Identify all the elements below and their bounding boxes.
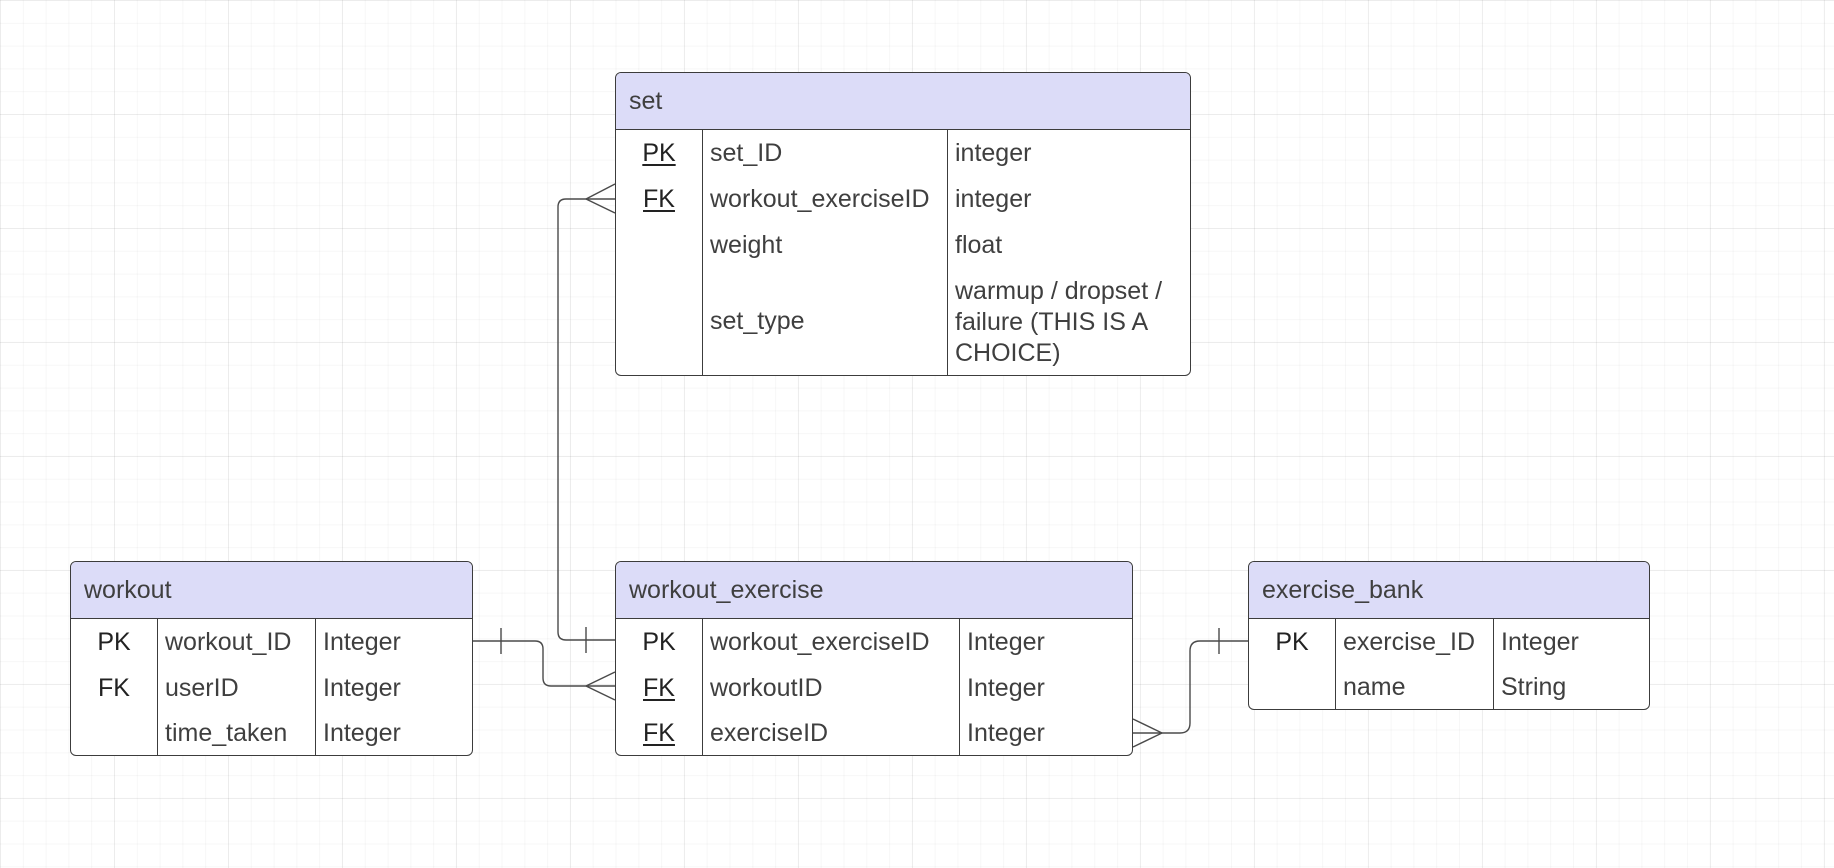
- key-column: PK FK FK: [616, 619, 702, 755]
- key-column: PK FK: [71, 619, 157, 755]
- field-type: Integer: [323, 627, 401, 656]
- field-name: set_type: [710, 307, 805, 335]
- field-type: Integer: [967, 673, 1045, 702]
- type-column: Integer Integer Integer: [959, 619, 1132, 755]
- field-name: exerciseID: [710, 718, 829, 747]
- field-type: Integer: [967, 627, 1045, 656]
- field-type: warmup / dropset / failure (THIS IS A CH…: [955, 277, 1163, 367]
- entity-workout[interactable]: workout PK FK workout_ID userID time_tak…: [70, 561, 473, 756]
- field-name: userID: [165, 673, 239, 702]
- field-name: weight: [710, 230, 783, 259]
- field-type: Integer: [323, 673, 401, 702]
- type-column: Integer Integer Integer: [315, 619, 472, 755]
- name-column: workout_exerciseID workoutID exerciseID: [702, 619, 959, 755]
- entity-title: set: [616, 73, 1190, 130]
- key-column: PK FK: [616, 130, 702, 375]
- field-name: time_taken: [165, 718, 288, 747]
- entity-title: workout_exercise: [616, 562, 1132, 619]
- entity-set[interactable]: set PK FK set_ID workout_exerciseID weig…: [615, 72, 1191, 376]
- crowsfoot-set-lower: [585, 198, 616, 214]
- field-name: set_ID: [710, 138, 783, 167]
- fk-label: FK: [98, 673, 130, 702]
- name-column: set_ID workout_exerciseID weight set_typ…: [702, 130, 947, 375]
- field-type: String: [1501, 672, 1567, 701]
- connector-workout-exercise-to-set: [557, 198, 615, 641]
- field-type: Integer: [1501, 627, 1579, 656]
- fk-label: FK: [643, 184, 675, 213]
- type-column: Integer String: [1493, 619, 1649, 709]
- crowsfoot-workout-exercise-upper: [585, 671, 616, 687]
- name-column: workout_ID userID time_taken: [157, 619, 315, 755]
- pk-label: PK: [1275, 627, 1309, 656]
- field-name: workout_exerciseID: [710, 627, 930, 656]
- crowsfoot-set-upper: [585, 183, 616, 200]
- field-name: exercise_ID: [1343, 627, 1475, 656]
- field-name: workoutID: [710, 673, 823, 702]
- field-type: integer: [955, 138, 1032, 167]
- entity-title: exercise_bank: [1249, 562, 1649, 619]
- entity-exercise-bank[interactable]: exercise_bank PK exercise_ID name Intege…: [1248, 561, 1650, 710]
- field-type: integer: [955, 184, 1032, 213]
- type-column: integer integer float warmup / dropset /…: [947, 130, 1190, 375]
- field-type: Integer: [967, 718, 1045, 747]
- entity-workout-exercise[interactable]: workout_exercise PK FK FK workout_exerci…: [615, 561, 1133, 756]
- field-name: workout_exerciseID: [710, 184, 930, 213]
- connector-workout-to-workout-exercise: [473, 640, 615, 687]
- name-column: exercise_ID name: [1335, 619, 1493, 709]
- key-column: PK: [1249, 619, 1335, 709]
- pk-label: PK: [642, 138, 676, 167]
- field-name: name: [1343, 672, 1406, 701]
- entity-title: workout: [71, 562, 472, 619]
- fk-label: FK: [643, 673, 675, 702]
- pk-label: PK: [97, 627, 131, 656]
- pk-label: PK: [642, 627, 676, 656]
- fk-label: FK: [643, 718, 675, 747]
- field-name: workout_ID: [165, 627, 292, 656]
- crowsfoot-workout-exercise-right-upper: [1132, 718, 1163, 734]
- crowsfoot-workout-exercise-lower: [585, 685, 616, 701]
- connector-exercise-bank-to-workout-exercise: [1133, 640, 1248, 734]
- field-type: Integer: [323, 718, 401, 747]
- field-type: float: [955, 230, 1003, 259]
- crowsfoot-workout-exercise-right-lower: [1132, 732, 1163, 748]
